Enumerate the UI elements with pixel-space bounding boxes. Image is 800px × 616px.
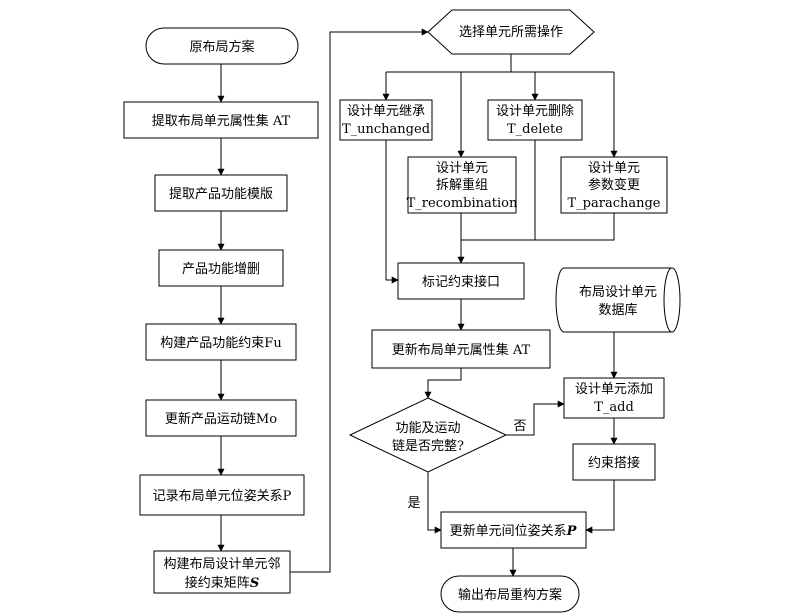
select-operation-label: 选择单元所需操作 [459, 24, 563, 40]
database-label-2: 数据库 [598, 302, 637, 318]
delete-label-2: T_delete [507, 122, 563, 137]
record-pose-node [139, 474, 305, 516]
recombination-label-2: 拆解重组 [436, 177, 488, 193]
output-node [440, 575, 580, 613]
build-matrix-node [153, 550, 291, 594]
mark-interface-node [397, 262, 525, 300]
inherit-label-2: T_unchanged [342, 122, 430, 137]
add-unit-label-2: T_add [594, 400, 634, 415]
edge-update-decision [424, 368, 462, 399]
extract-at-label: 提取布局单元属性集 AT [152, 113, 291, 129]
extract-template-label: 提取产品功能模版 [169, 186, 273, 202]
parachange-node [560, 156, 668, 214]
database-node [555, 267, 681, 333]
function-edit-label: 产品功能增删 [182, 262, 260, 277]
decision-label-1: 功能及运动 [395, 421, 460, 436]
record-pose-label: 记录布局单元位姿关系P [153, 488, 292, 504]
build-matrix-label-1: 构建布局设计单元邻 [163, 557, 280, 572]
edge-decision-yes [427, 472, 442, 534]
edge-matrix-select [290, 28, 429, 573]
build-matrix-label-2: 接约束矩阵S [185, 575, 259, 591]
delete-label-1: 设计单元删除 [496, 104, 574, 119]
database-front-arc [663, 267, 673, 333]
recombination-node [407, 156, 517, 214]
bond-label: 约束搭接 [588, 455, 640, 471]
output-label: 输出布局重构方案 [458, 587, 562, 603]
edge-no-label: 否 [513, 419, 526, 434]
edge-inherit-mark [385, 140, 399, 284]
mark-interface-label: 标记约束接口 [422, 274, 500, 290]
build-constraint-label: 构建产品功能约束Fu [160, 336, 281, 351]
add-unit-node [563, 377, 665, 419]
delete-node [487, 99, 583, 141]
recombination-label-1: 设计单元 [436, 161, 488, 176]
update-at-label: 更新布局单元属性集 AT [392, 342, 531, 358]
inherit-label-1: 设计单元继承 [347, 104, 425, 119]
edge-param-merge [535, 213, 615, 241]
function-edit-node [158, 249, 284, 287]
edge-decision-no [506, 400, 565, 436]
decision-label-2: 链是否完整? [392, 439, 464, 454]
update-pose-node [440, 511, 587, 549]
extract-at-node [123, 101, 319, 139]
update-chain-label: 更新产品运动链Mo [165, 411, 277, 427]
add-unit-label-1: 设计单元添加 [575, 382, 653, 397]
database-label-1: 布局设计单元 [579, 285, 657, 300]
parachange-label-2: 参数变更 [588, 177, 640, 193]
inherit-node [339, 99, 433, 141]
recombination-label-3: T_recombination [407, 196, 518, 211]
parachange-label-1: 设计单元 [588, 161, 640, 176]
select-operation-node [427, 9, 595, 55]
edge-bond-pose [585, 480, 615, 534]
update-at-node [371, 329, 551, 369]
update-pose-label: 更新单元间位姿关系P [450, 523, 578, 539]
start-node [145, 27, 299, 65]
start-label: 原布局方案 [189, 39, 254, 55]
bond-node [572, 443, 656, 481]
parachange-label-3: T_parachange [568, 196, 661, 211]
edge-yes-label: 是 [407, 496, 420, 511]
